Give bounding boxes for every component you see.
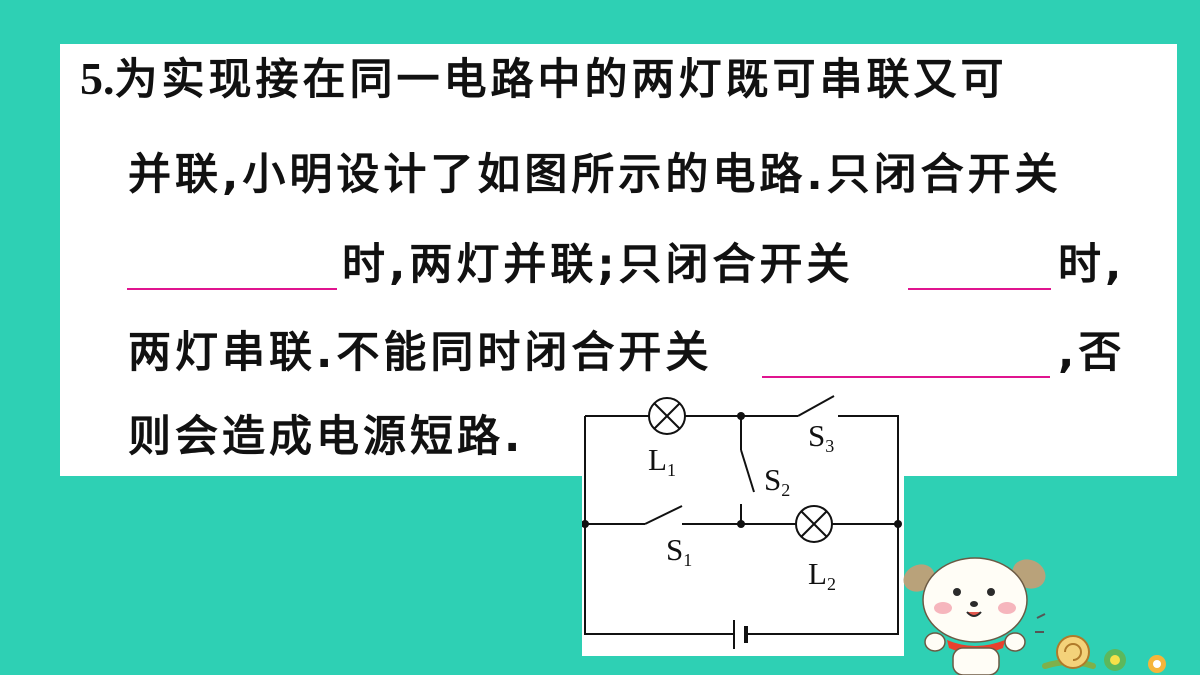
junction-dot-left: [582, 520, 589, 528]
label-l1: L1: [648, 442, 676, 480]
question-text-line-1: 为实现接在同一电路中的两灯既可串联又可: [114, 55, 1008, 105]
question-text-line-5: 则会造成电源短路.: [128, 412, 525, 462]
junction-dot-top: [737, 412, 745, 420]
question-text-line-2: 并联,小明设计了如图所示的电路.只闭合开关: [128, 150, 1062, 200]
lamp-l2-icon: [795, 505, 833, 543]
question-text-line-3a: 时,两灯并联;只闭合开关: [342, 240, 854, 290]
answer-blank-2[interactable]: [908, 288, 1051, 290]
snail-icon: [1042, 635, 1096, 669]
question-line-2: 并联,小明设计了如图所示的电路.只闭合开关: [128, 150, 1062, 200]
switch-s3-blade: [797, 395, 835, 417]
question-line-4a: 两灯串联.不能同时闭合开关: [128, 328, 712, 378]
label-s3: S3: [808, 418, 834, 456]
junction-dot-center: [737, 520, 745, 528]
switch-s2-blade: [740, 449, 755, 493]
question-line-3b: 时,: [1058, 240, 1125, 290]
question-line-1: 5.为实现接在同一电路中的两灯既可串联又可: [80, 53, 1008, 106]
answer-blank-1[interactable]: [127, 288, 337, 290]
left-and-bottom-wire: [584, 416, 734, 635]
question-text-line-3b: 时,: [1058, 240, 1126, 290]
cartoon-puppy-illustration: [903, 557, 1166, 675]
question-line-3a: 时,两灯并联;只闭合开关: [342, 240, 854, 290]
question-number: 5.: [80, 53, 115, 104]
label-l2: L2: [808, 556, 836, 594]
label-s2: S2: [764, 462, 790, 500]
question-text-line-4a: 两灯串联.不能同时闭合开关: [128, 328, 713, 378]
junction-dot-right: [894, 520, 902, 528]
answer-blank-3[interactable]: [762, 376, 1050, 378]
question-line-5: 则会造成电源短路.: [128, 412, 524, 462]
label-s1: S1: [666, 532, 692, 570]
question-line-4b: ,否: [1058, 328, 1125, 378]
lamp-l1-icon: [648, 397, 686, 435]
question-text-line-4b: ,否: [1058, 328, 1126, 378]
circuit-diagram-panel: L1 S3 S2 S1 L2: [582, 394, 904, 656]
circuit-diagram: L1 S3 S2 S1 L2: [582, 395, 902, 649]
switch-s1-blade: [644, 505, 683, 525]
